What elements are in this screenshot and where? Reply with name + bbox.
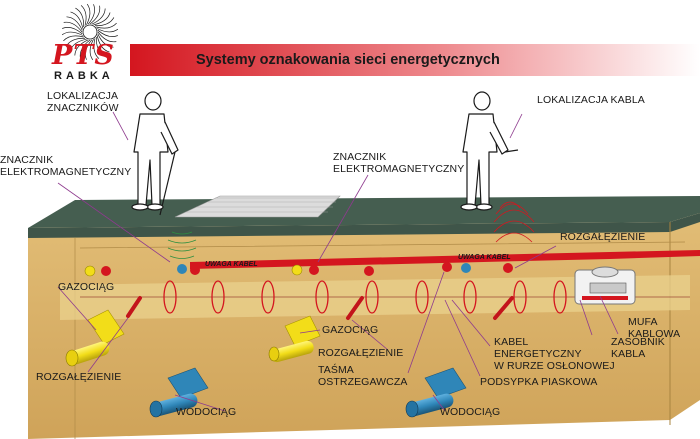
label-rozgalezienie-right: ROZGAŁĘZIENIE [560,231,646,243]
title-banner [130,44,700,76]
tape-text-1: UWAGA KABEL [205,261,258,268]
water-pipe-left [149,367,209,418]
label-lokalizacja-kabla: LOKALIZACJA KABLA [537,94,645,106]
label-rozgalezienie-center: ROZGAŁĘZIENIE [318,347,404,359]
logo-ray [97,33,114,48]
tape-text-2: UWAGA KABEL [458,254,511,261]
logo-ray [93,38,100,59]
logo-subtext: RABKA [54,70,114,82]
logo-ray [89,39,94,61]
label-wodociag-left: WODOCIĄG [176,406,237,418]
cable-branch-right [493,296,514,320]
logo-ray [75,7,85,28]
logo-ray [95,36,105,57]
cable-branch-center [346,296,364,320]
label-wodociag-right: WODOCIĄG [440,406,501,418]
em-waves-red [493,201,535,243]
logo-ray [63,21,83,33]
logo-ray [97,28,119,33]
logo-ray [70,11,84,29]
figure-locator-left [131,91,179,216]
cable-branch-left [126,296,142,318]
gas-pipe-center [268,315,321,363]
logo-ray [96,22,117,29]
logo-ray [79,39,91,59]
em-markers [84,262,513,277]
logo-ray [62,27,83,35]
logo-ray [66,16,83,31]
logo-ray [61,31,83,36]
soil-top-strip [28,213,700,238]
logo-ray [85,39,93,60]
logo-ray [80,5,87,26]
logo-ray [97,31,117,43]
leader-lines [57,111,619,412]
paving-slab [174,195,341,218]
logo-ray [91,8,106,25]
logo-ray [96,35,110,53]
label-podsypka: PODSYPKA PIASKOWA [480,376,598,388]
page-title: Systemy oznakowania sieci energetycznych [196,52,500,68]
logo-ray [89,5,101,25]
logo-ray [69,38,87,52]
cable-rings [163,280,567,314]
label-rozgalezienie-left: ROZGAŁĘZIENIE [36,371,122,383]
label-gazociag-left: GAZOCIĄG [58,281,115,293]
logo-sunburst [61,3,119,61]
water-pipe-right [405,367,467,418]
figure-locator-right [460,91,519,211]
label-gazociag-center: GAZOCIĄG [322,324,379,336]
logo-ray [97,29,118,37]
paving-pattern [186,197,338,213]
cable-joint-box [574,266,636,305]
warning-tape [190,250,700,269]
logo-ray [65,37,86,47]
em-waves-green [167,231,197,259]
logo-ray [86,3,91,25]
logo-ray [94,17,115,27]
logo-ray [74,39,89,56]
logo-ray [87,4,95,25]
logo-ray [63,35,84,42]
logo-ray [93,12,111,26]
logo-text: PTS [52,40,115,71]
